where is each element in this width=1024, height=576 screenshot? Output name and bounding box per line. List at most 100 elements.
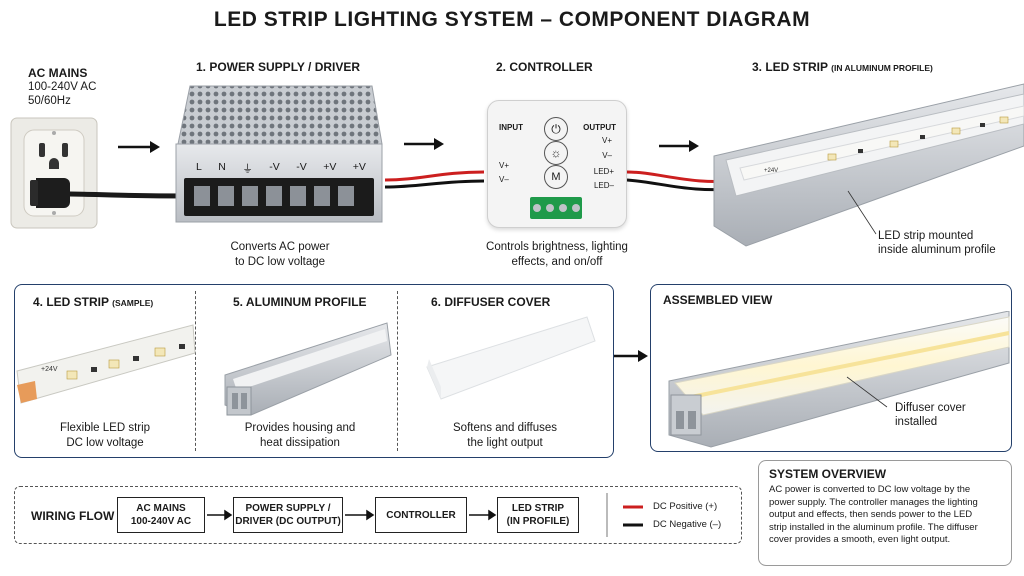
profile-caption: Provides housing and heat dissipation: [215, 421, 385, 451]
assembled-heading: ASSEMBLED VIEW: [663, 293, 773, 307]
arrow-controller-to-strip: [659, 140, 699, 152]
led-strip-heading: 3. LED STRIP (IN ALUMINUM PROFILE): [752, 60, 933, 74]
terminal-label: N: [218, 161, 226, 173]
input-terminal-label: V+: [499, 161, 510, 170]
controller-terminal-block: [530, 197, 582, 219]
callout-line: installed: [895, 416, 938, 428]
legend-positive-label: DC Positive (+): [653, 501, 718, 512]
overview-line: output and effects, then sends power to …: [769, 509, 973, 520]
flow-step-line: POWER SUPPLY /: [245, 503, 331, 514]
led-strip-in-profile: +24V: [713, 83, 1024, 247]
overview-line: power supply. The controller manages the…: [769, 496, 978, 508]
top-wiring-illustration: [10, 117, 743, 229]
terminal-label: L: [196, 161, 202, 173]
arrow-to-assembled: [614, 350, 648, 362]
caption-line: DC low voltage: [66, 437, 144, 449]
diffuser-heading: 6. DIFFUSER COVER: [431, 295, 551, 309]
aluminum-profile-illustration: [224, 322, 392, 416]
terminal-label: -V: [296, 161, 307, 173]
power-supply-unit: [175, 85, 383, 223]
controller-heading: 2. CONTROLLER: [496, 60, 593, 74]
flow-step-line: AC MAINS: [136, 503, 186, 514]
caption-line: Provides housing and: [244, 422, 356, 434]
psu-terminal-labels: L N ⏚ -V -V +V +V: [196, 161, 366, 176]
caption-line: Converts AC power: [230, 241, 330, 253]
overview-text: AC power is converted to DC low voltage …: [769, 484, 1001, 547]
ac-cord: [69, 191, 191, 199]
panel-divider: [397, 291, 398, 451]
callout-line: LED strip mounted: [878, 230, 974, 242]
power-supply-caption: Converts AC power to DC low voltage: [190, 240, 370, 270]
mode-button[interactable]: M: [544, 165, 568, 189]
ground-icon: ⏚: [242, 163, 253, 175]
caption-line: the light output: [467, 437, 543, 449]
components-panel: 4. LED STRIP (SAMPLE) 5. ALUMINUM PROFIL…: [14, 284, 614, 458]
controller-output-label: OUTPUT: [583, 123, 616, 132]
flow-step-line: DRIVER (DC OUTPUT): [235, 516, 341, 527]
ac-mains-label: AC MAINS 100-240V AC 50/60Hz: [28, 66, 96, 108]
caption-line: heat dissipation: [260, 437, 340, 449]
power-supply-heading: 1. POWER SUPPLY / DRIVER: [196, 60, 361, 74]
led-strip-callout: LED strip mounted inside aluminum profil…: [878, 229, 996, 257]
assembled-view-panel: ASSEMBLED VIEW Diffuser cover installed: [650, 284, 1012, 452]
legend-negative-label: DC Negative (–): [653, 519, 722, 530]
power-button-icon[interactable]: ⏻: [544, 117, 568, 141]
flow-step-controller: CONTROLLER: [375, 497, 467, 533]
output-terminal-label: V–: [602, 151, 612, 160]
flow-arrows: [207, 493, 643, 537]
ac-mains-heading: AC MAINS: [28, 66, 88, 80]
output-terminal-label: LED+: [593, 167, 614, 176]
caption-line: to DC low voltage: [234, 256, 326, 268]
power-plug-icon: [30, 178, 70, 208]
diffuser-caption: Softens and diffuses the light output: [415, 421, 595, 451]
system-overview-box: SYSTEM OVERVIEW AC power is converted to…: [758, 460, 1012, 566]
arrow-mains-to-psu: [118, 141, 160, 153]
heading-text: 4. LED STRIP: [33, 295, 109, 309]
terminal-label: -V: [269, 161, 280, 173]
overview-line: strip installed in the aluminum profile.…: [769, 521, 978, 533]
heading-text: 3. LED STRIP: [752, 60, 828, 74]
input-terminal-label: V–: [499, 175, 509, 184]
output-terminal-label: V+: [601, 136, 612, 145]
caption-line: effects, and on/off: [511, 256, 603, 268]
overview-heading: SYSTEM OVERVIEW: [769, 467, 887, 481]
callout-line: Diffuser cover: [895, 402, 966, 414]
flow-step-line: (IN PROFILE): [506, 516, 570, 527]
dc-negative-wire: [384, 179, 485, 189]
controller-box: INPUT OUTPUT V+ V– LED+ LED– V+ V– ⏻ ☼ M: [487, 100, 627, 228]
diffuser-cover-illustration: [426, 316, 596, 400]
terminal-label: +V: [352, 161, 366, 173]
flow-step-line: LED STRIP: [511, 503, 565, 514]
wiring-flow-label: WIRING FLOW: [31, 509, 115, 523]
flow-step-ac-mains: AC MAINS 100-240V AC: [117, 497, 205, 533]
caption-line: Controls brightness, lighting: [486, 241, 628, 253]
wiring-flow-panel: WIRING FLOW AC MAINS 100-240V AC POWER SU…: [14, 486, 742, 544]
arrow-psu-to-controller: [404, 138, 444, 150]
heading-subtext: (SAMPLE): [112, 298, 154, 308]
strip-sample-illustration: +24V: [16, 324, 196, 404]
panel-divider: [195, 291, 196, 451]
brightness-button-icon[interactable]: ☼: [544, 141, 568, 165]
callout-line: inside aluminum profile: [878, 244, 996, 256]
ac-mains-frequency: 50/60Hz: [28, 95, 71, 107]
overview-line: AC power is converted to DC low voltage …: [769, 484, 971, 495]
output-terminal-label: LED–: [593, 181, 614, 190]
strip-voltage-mark: +24V: [764, 168, 778, 174]
flow-step-power-supply: POWER SUPPLY / DRIVER (DC OUTPUT): [233, 497, 343, 533]
overview-line: cover provides a smooth, even light outp…: [769, 534, 951, 545]
heading-subtext: (IN ALUMINUM PROFILE): [831, 63, 933, 73]
controller-input-label: INPUT: [499, 123, 523, 132]
strip-sample-heading: 4. LED STRIP (SAMPLE): [33, 295, 153, 309]
caption-line: Flexible LED strip: [59, 422, 151, 434]
component-illustrations: +24V: [16, 316, 596, 416]
page-title: LED STRIP LIGHTING SYSTEM – COMPONENT DI…: [213, 8, 811, 31]
assembled-profile-illustration: [668, 311, 1010, 448]
svg-text:+24V: +24V: [41, 366, 58, 373]
strip-sample-caption: Flexible LED strip DC low voltage: [25, 421, 185, 451]
terminal-label: +V: [323, 161, 337, 173]
dc-positive-wire: [384, 170, 485, 182]
flow-step-line: CONTROLLER: [386, 509, 456, 521]
profile-heading: 5. ALUMINUM PROFILE: [233, 295, 367, 309]
flow-step-led-strip: LED STRIP (IN PROFILE): [497, 497, 579, 533]
flow-step-line: 100-240V AC: [130, 516, 192, 527]
